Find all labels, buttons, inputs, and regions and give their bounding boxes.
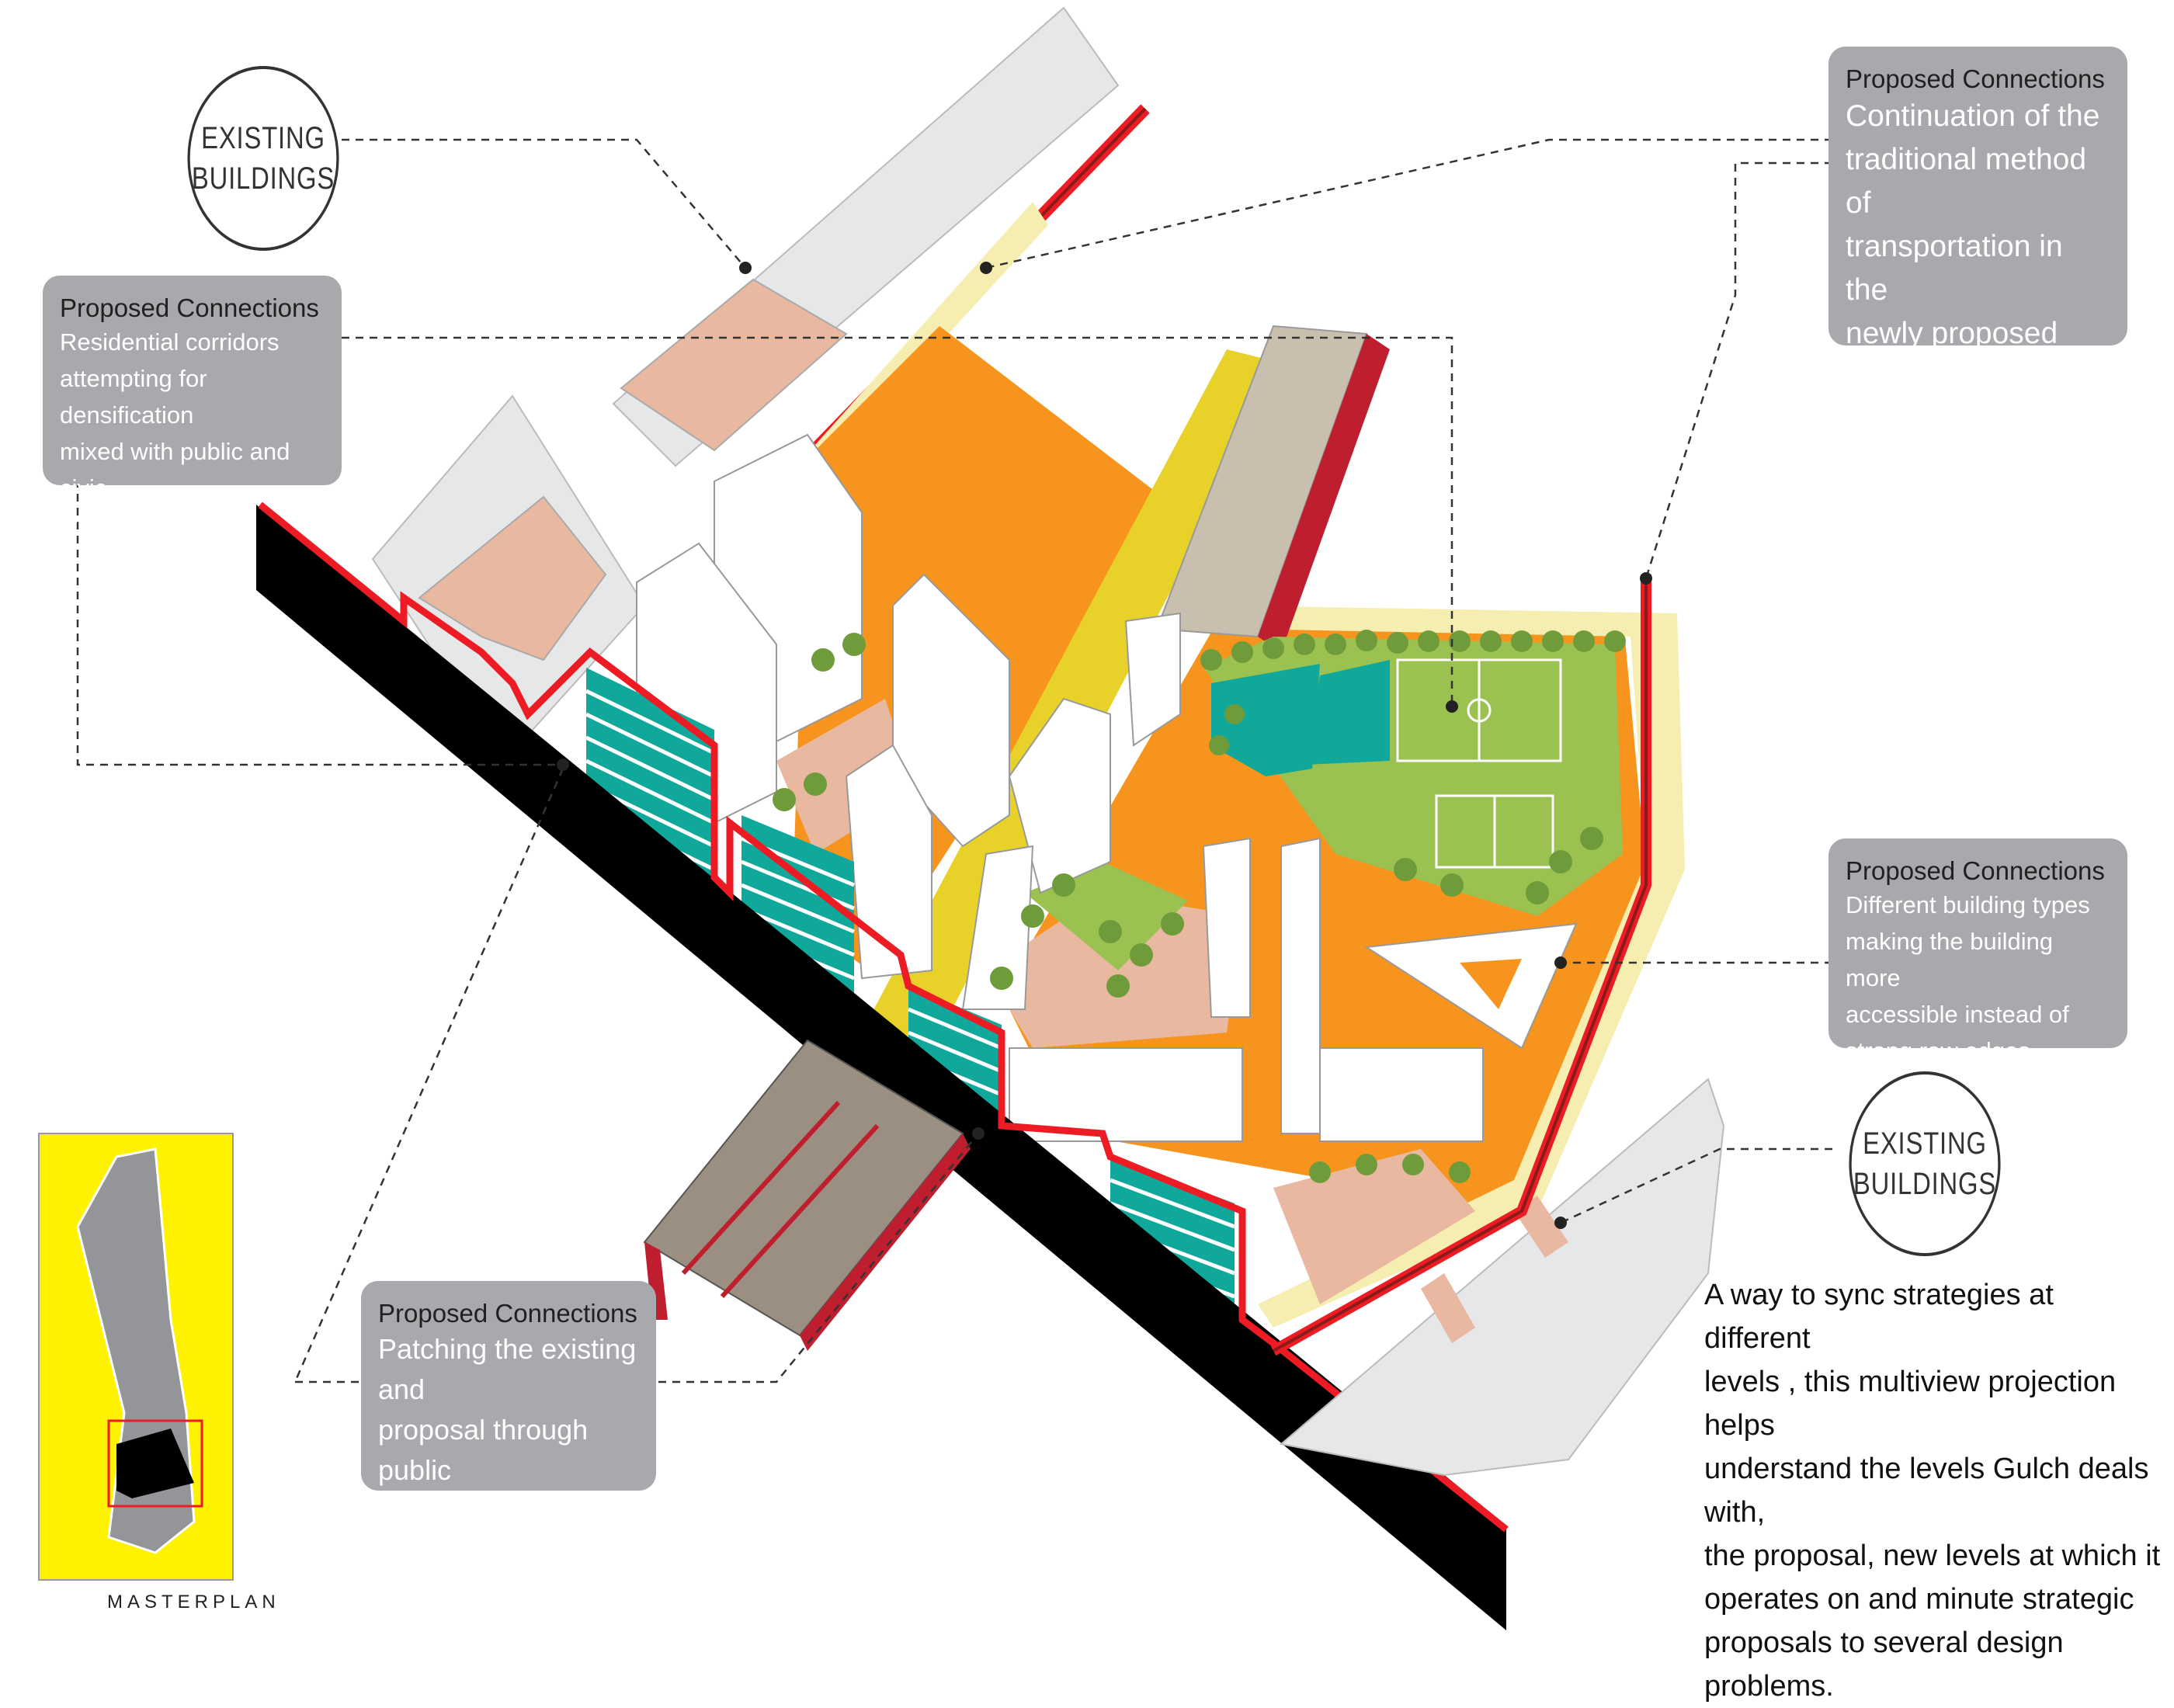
existing-building-bottom-grey [1279,1078,1725,1477]
section-cut-red-outline [258,502,1509,1533]
train-cars [681,1100,880,1299]
white-block-8 [1202,837,1251,1018]
existing-building-pink-roof-1 [620,278,848,452]
tree-cluster [773,630,1626,1183]
masterplan-label: MASTERPLAN [107,1592,280,1613]
teal-pool-2 [1304,660,1390,765]
white-triangle-block [1364,922,1578,1050]
white-block-5 [1008,697,1111,894]
pale-yellow-border [1235,606,1685,1328]
existing-label-line-2: BUILDINGS [191,161,335,196]
existing-label-line-2: BUILDINGS [1853,1167,1997,1201]
callout-bottom: Proposed Connections Patching the existi… [361,1281,656,1526]
white-block-10 [1319,1047,1484,1142]
existing-building-pink-2 [1421,1273,1475,1343]
callout-body: Different building types making the buil… [1846,891,2090,1064]
callout-right-middle: Proposed Connections Different building … [1828,838,2127,1064]
callout-title: Proposed Connections [1846,856,2105,885]
white-block-11 [1124,612,1181,747]
leader-dots [557,262,1652,1229]
description-text: A way to sync strategies at different le… [1704,1279,2161,1703]
callout-title: Proposed Connections [60,293,319,322]
masterplan-site-black [116,1429,194,1498]
existing-label-line-1: EXISTING [201,121,325,155]
callout-title: Proposed Connections [378,1299,637,1328]
callout-body: Continuation of the traditional method o… [1846,99,2100,394]
callout-top-right: Proposed Connections Continuation of the… [1828,47,2127,394]
callout-body: Residential corridors attempting for den… [60,328,290,538]
white-block-7 [1009,1047,1243,1142]
white-block-9 [1280,837,1321,1134]
diagram-stage: EXISTING BUILDINGS EXISTING BUILDINGS Pr… [38,6,2160,1703]
axonometric-drawing [38,6,1832,1630]
existing-label-line-1: EXISTING [1863,1127,1987,1161]
yellow-boulevard [870,349,1289,1048]
white-block-6 [961,845,1034,1010]
callout-left: Proposed Connections Residential corrido… [43,276,342,538]
existing-building-pink-roof-2 [418,495,607,661]
teal-pool-1 [1211,664,1320,776]
section-slab-black [256,505,1506,1630]
pink-courtyard-3 [1273,1149,1475,1304]
existing-buildings-label-top: EXISTING BUILDINGS [187,66,339,251]
white-block-4 [845,744,932,980]
callout-body: Patching the existing and proposal throu… [378,1333,637,1526]
existing-building-pink-1 [1514,1196,1568,1258]
callout-title: Proposed Connections [1846,64,2105,93]
existing-buildings-label-right: EXISTING BUILDINGS [1849,1071,2001,1256]
